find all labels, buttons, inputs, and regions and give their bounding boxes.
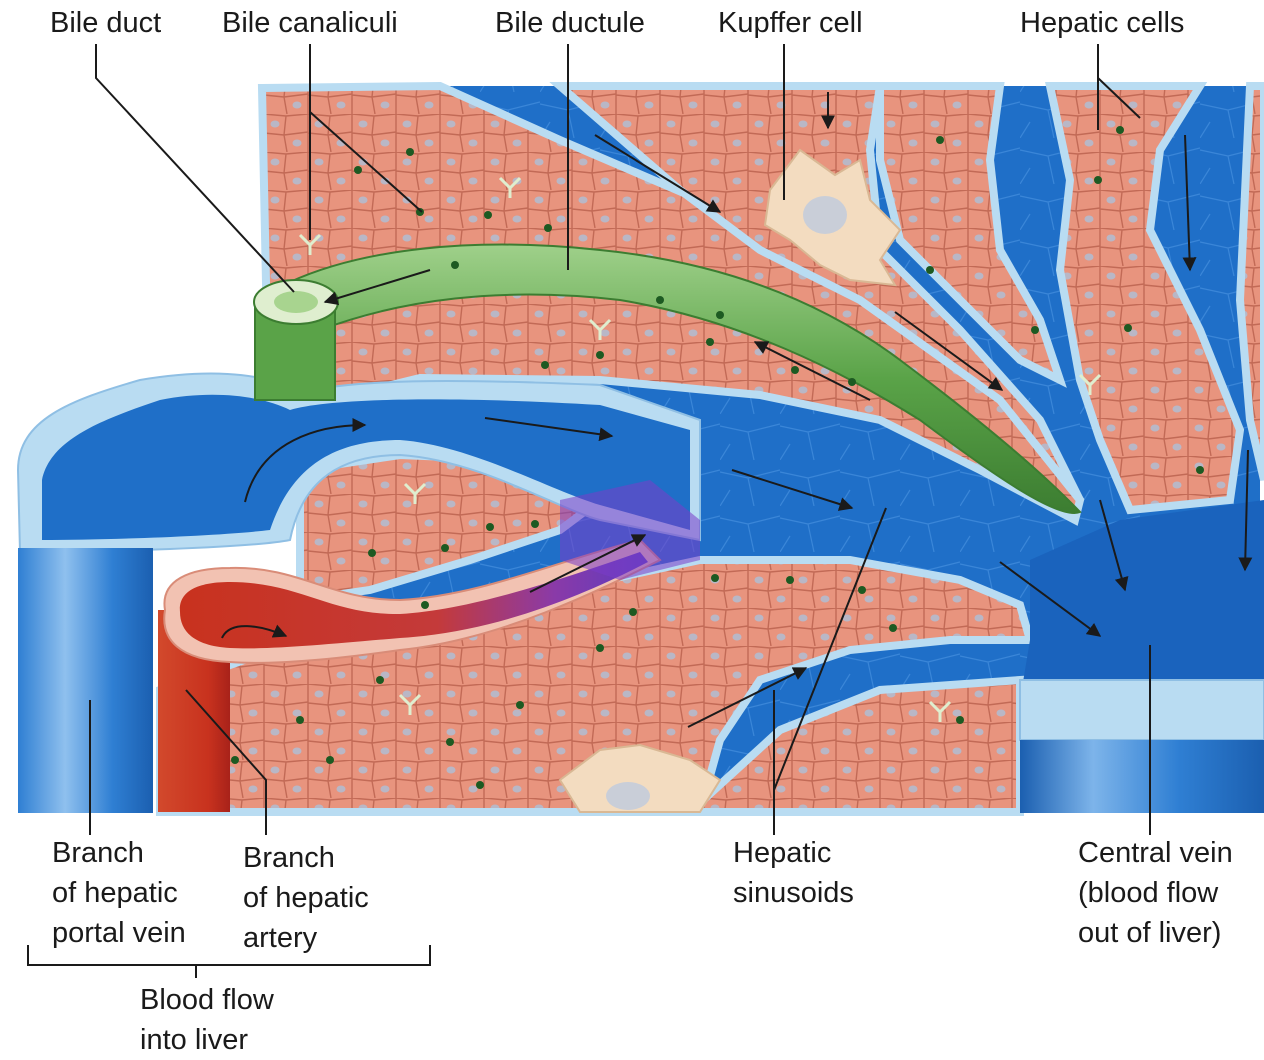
bile-canaliculus xyxy=(531,520,539,528)
bile-canaliculus xyxy=(484,211,492,219)
bile-canaliculus xyxy=(1196,466,1204,474)
label-bile-duct: Bile duct xyxy=(50,3,161,43)
bile-canaliculus xyxy=(406,148,414,156)
bile-canaliculus xyxy=(486,523,494,531)
bile-canaliculus xyxy=(296,716,304,724)
bile-canaliculus xyxy=(446,738,454,746)
bile-canaliculus xyxy=(541,361,549,369)
bile-canaliculus xyxy=(544,224,552,232)
bile-canaliculus xyxy=(421,601,429,609)
bile-canaliculus xyxy=(956,716,964,724)
label-blood-flow-in-line: Blood flow xyxy=(140,980,274,1020)
bile-canaliculus xyxy=(629,608,637,616)
bile-canaliculus xyxy=(376,676,384,684)
label-hepatic-artery-line: of hepatic xyxy=(243,878,369,918)
bile-canaliculus xyxy=(451,261,459,269)
central-vein-trunk xyxy=(1020,740,1264,813)
label-bile-ductule: Bile ductule xyxy=(495,3,645,43)
label-bile-canaliculi: Bile canaliculi xyxy=(222,3,398,43)
bile-canaliculus xyxy=(1124,324,1132,332)
bile-canaliculus xyxy=(656,296,664,304)
bile-canaliculus xyxy=(926,266,934,274)
label-sinusoids-line: Hepatic xyxy=(733,833,854,873)
label-central-vein-line: (blood flow xyxy=(1078,873,1233,913)
bile-canaliculus xyxy=(848,378,856,386)
label-hepatic-cells: Hepatic cells xyxy=(1020,3,1184,43)
label-portal-vein: Branch of hepatic portal vein xyxy=(52,833,186,953)
label-portal-vein-line: of hepatic xyxy=(52,873,186,913)
portal-vein-trunk xyxy=(18,548,153,813)
label-portal-vein-line: Branch xyxy=(52,833,186,873)
label-central-vein-line: Central vein xyxy=(1078,833,1233,873)
label-hepatic-artery-line: Branch xyxy=(243,838,369,878)
label-sinusoids: Hepatic sinusoids xyxy=(733,833,854,913)
bile-canaliculus xyxy=(368,549,376,557)
bile-canaliculus xyxy=(858,586,866,594)
label-blood-flow-in: Blood flow into liver xyxy=(140,980,274,1060)
bile-canaliculus xyxy=(596,644,604,652)
bile-canaliculus xyxy=(326,756,334,764)
bile-canaliculus xyxy=(936,136,944,144)
bile-canaliculus xyxy=(786,576,794,584)
bile-canaliculus xyxy=(716,311,724,319)
bile-canaliculus xyxy=(791,366,799,374)
kupffer-nucleus-upper xyxy=(803,196,847,234)
bile-canaliculus xyxy=(706,338,714,346)
central-vein-wall xyxy=(1020,680,1264,740)
label-central-vein: Central vein (blood flow out of liver) xyxy=(1078,833,1233,953)
bile-canaliculus xyxy=(596,351,604,359)
label-central-vein-line: out of liver) xyxy=(1078,913,1233,953)
bile-canaliculus xyxy=(1094,176,1102,184)
label-portal-vein-line: portal vein xyxy=(52,913,186,953)
bile-canaliculus xyxy=(1116,126,1124,134)
bile-canaliculus xyxy=(889,624,897,632)
label-blood-flow-in-line: into liver xyxy=(140,1020,274,1060)
bile-canaliculus xyxy=(516,701,524,709)
bile-canaliculus xyxy=(1031,326,1039,334)
bile-canaliculus xyxy=(441,544,449,552)
bile-canaliculus xyxy=(476,781,484,789)
bile-canaliculus xyxy=(711,574,719,582)
bile-canaliculus xyxy=(231,756,239,764)
bile-duct-lumen xyxy=(274,291,318,313)
bile-canaliculus xyxy=(354,166,362,174)
kupffer-nucleus-lower xyxy=(606,782,650,810)
label-sinusoids-line: sinusoids xyxy=(733,873,854,913)
label-kupffer-cell: Kupffer cell xyxy=(718,3,863,43)
label-hepatic-artery-line: artery xyxy=(243,918,369,958)
label-hepatic-artery: Branch of hepatic artery xyxy=(243,838,369,958)
